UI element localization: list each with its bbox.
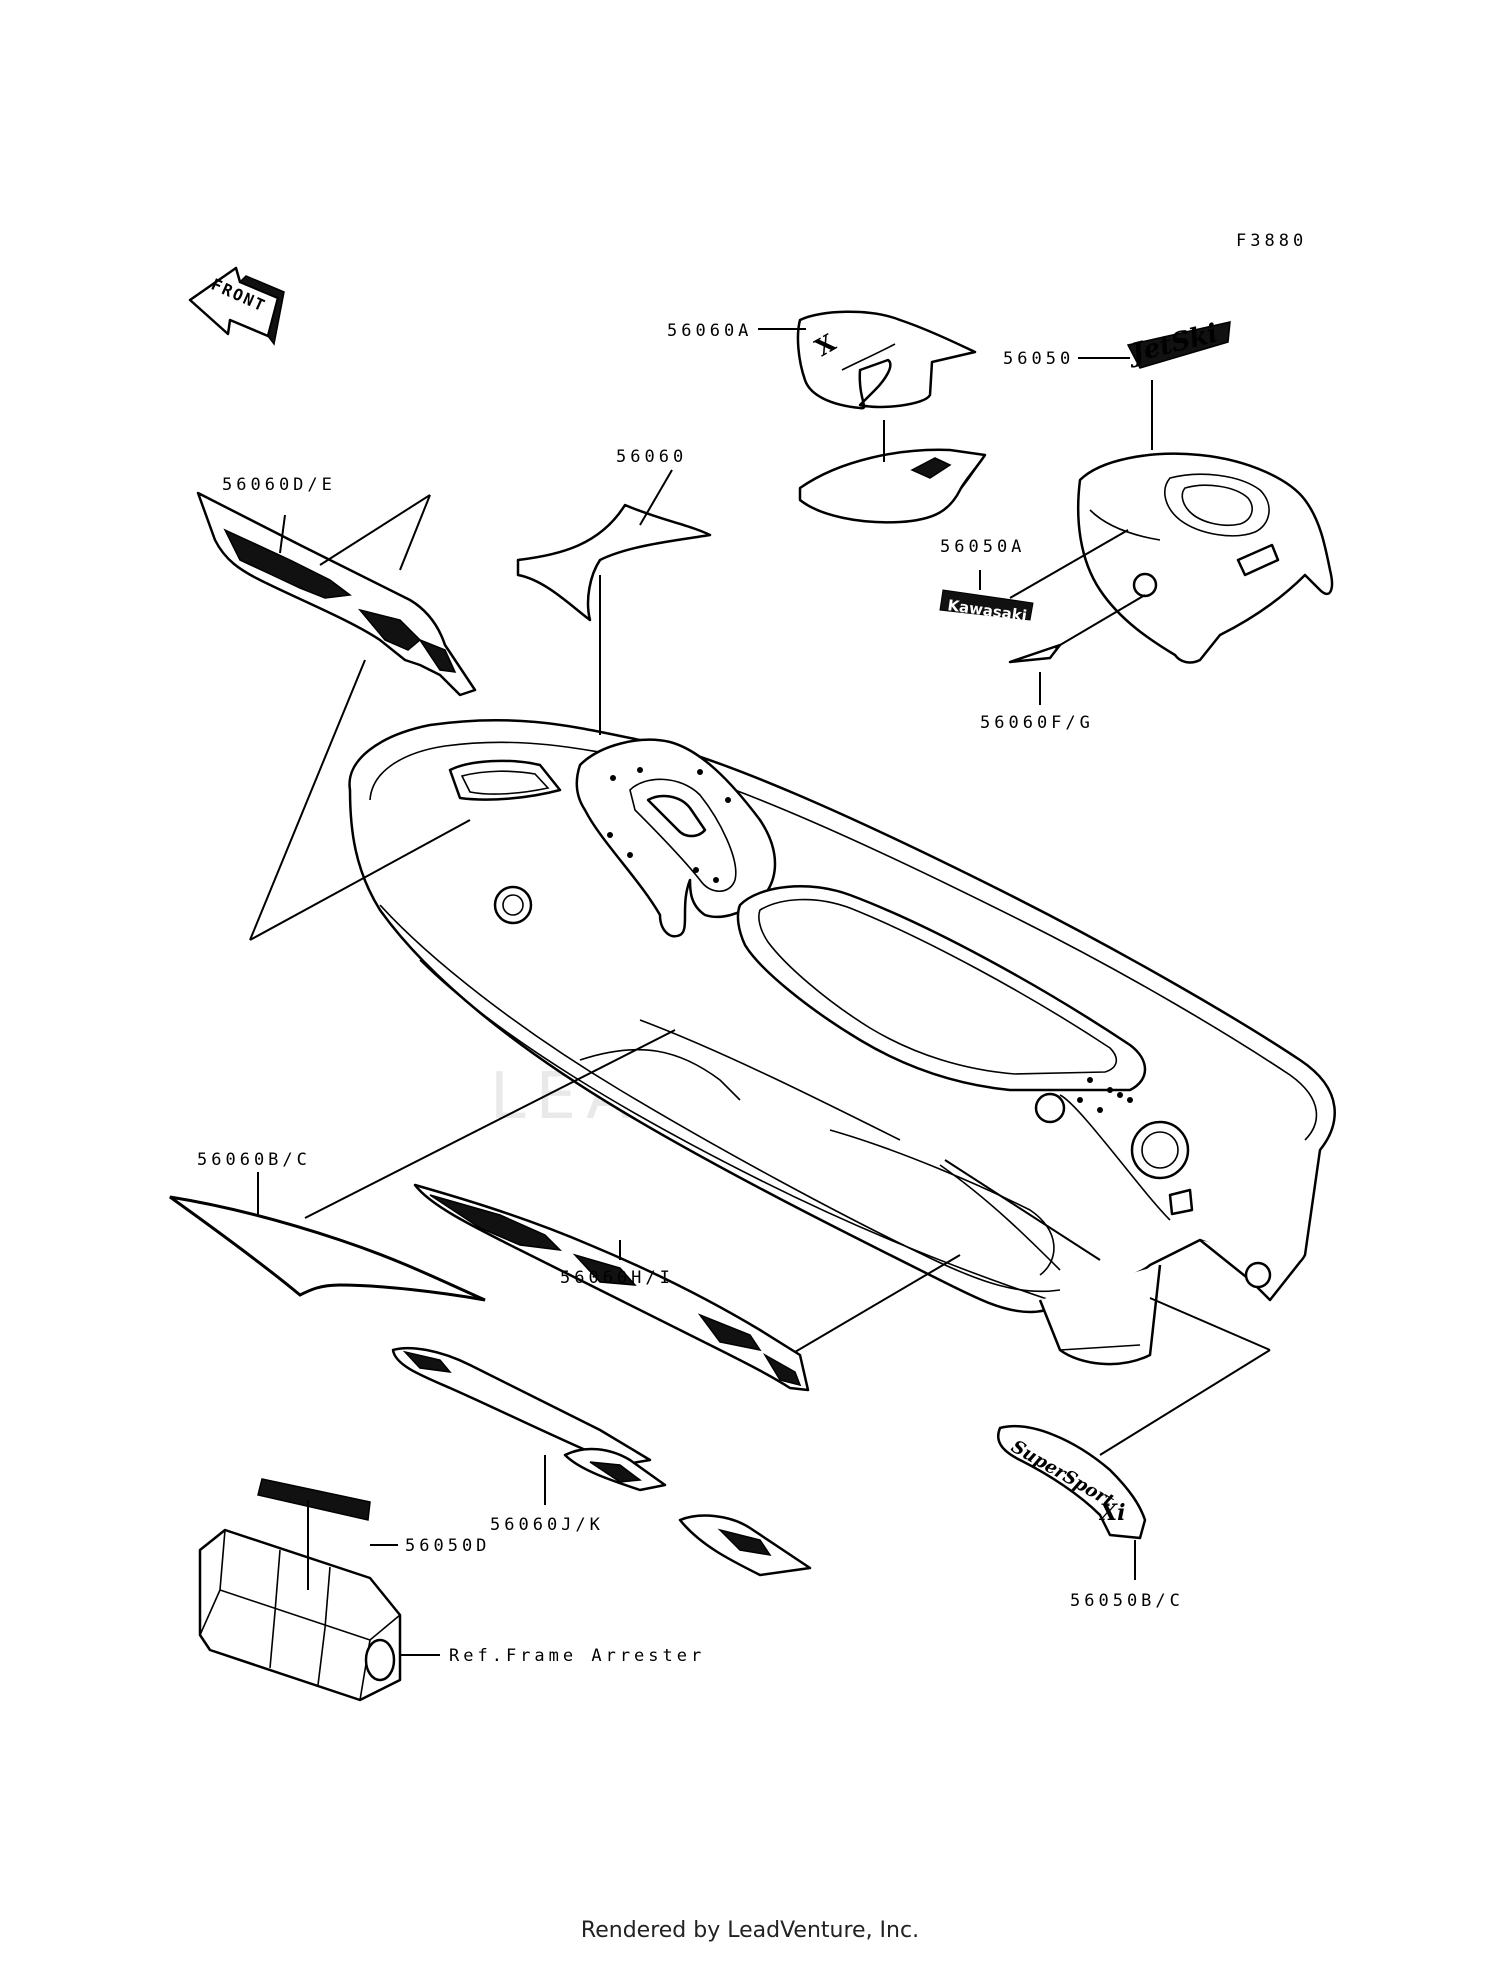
decal-56060HI bbox=[413, 1183, 810, 1392]
decal-56050: JetSki bbox=[1124, 319, 1231, 370]
label-56060HI: 56060H/I bbox=[560, 1268, 674, 1288]
decal-56060FG bbox=[1008, 643, 1062, 664]
decal-56060 bbox=[516, 503, 712, 622]
decal-jetski-text: JetSki bbox=[1124, 319, 1221, 370]
decal-56060BC bbox=[169, 1195, 486, 1302]
decal-xi-text: Xi bbox=[1098, 1500, 1125, 1526]
footer-credit: Rendered by LeadVenture, Inc. bbox=[580, 1918, 920, 1943]
flame-arrester-drawing bbox=[198, 1528, 402, 1702]
label-56050A: 56050A bbox=[940, 537, 1025, 557]
label-ref-frame-arrester: Ref.Frame Arrester bbox=[449, 1646, 705, 1666]
label-56060JK: 56060J/K bbox=[490, 1515, 604, 1535]
leader-lines bbox=[249, 328, 1271, 1656]
decal-56050D bbox=[257, 1478, 371, 1521]
label-56060DE: 56060D/E bbox=[222, 475, 336, 495]
engine-cover-drawing bbox=[1076, 452, 1334, 664]
label-56060: 56060 bbox=[616, 447, 687, 467]
hull-drawing bbox=[348, 718, 1336, 1366]
decal-56060A: X bbox=[796, 310, 977, 410]
front-arrow-icon: FRONT bbox=[188, 266, 285, 346]
label-56050BC: 56050B/C bbox=[1070, 1591, 1184, 1611]
figure-code: F3880 bbox=[1236, 231, 1307, 251]
label-56060FG: 56060F/G bbox=[980, 713, 1094, 733]
decal-56050BC: SuperSport Xi bbox=[996, 1425, 1147, 1540]
decal-56060JK bbox=[391, 1346, 812, 1577]
decal-56060DE bbox=[196, 491, 477, 697]
seat-pad-drawing bbox=[798, 448, 987, 524]
label-56060A: 56060A bbox=[667, 321, 752, 341]
label-56050: 56050 bbox=[1003, 349, 1074, 369]
label-56060BC: 56060B/C bbox=[197, 1150, 311, 1170]
label-56050D: 56050D bbox=[405, 1536, 490, 1556]
decal-56050A: Kawasaki bbox=[939, 589, 1034, 625]
